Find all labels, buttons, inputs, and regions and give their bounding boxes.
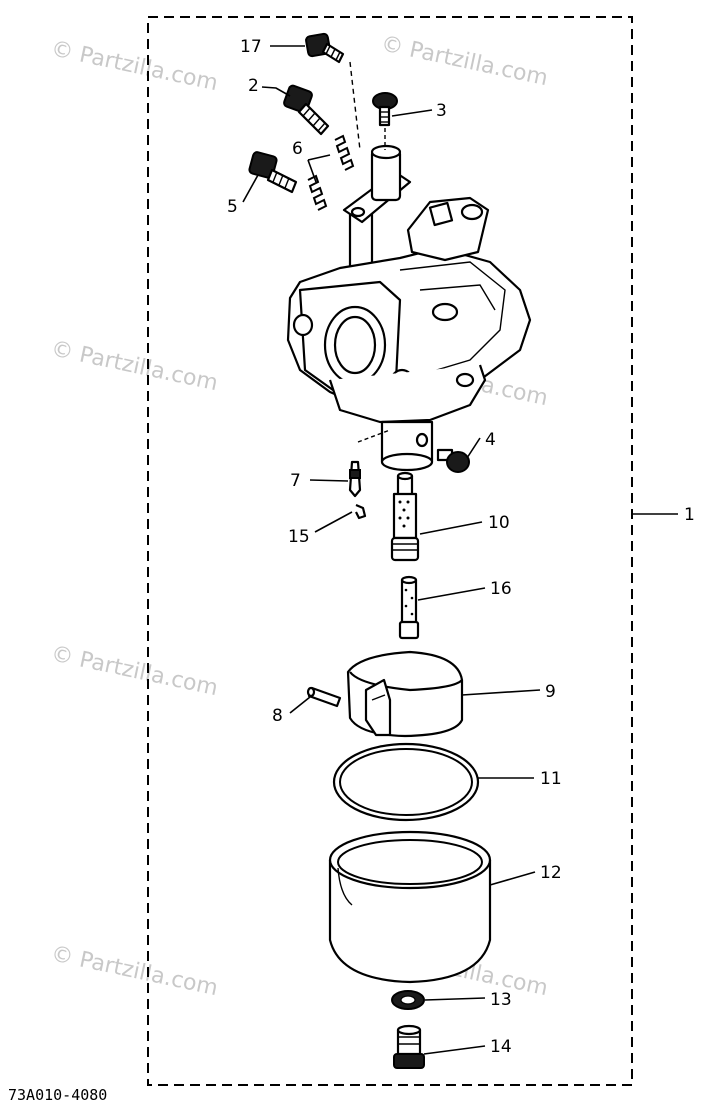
callout-10: 10 xyxy=(488,513,510,533)
callout-16: 16 xyxy=(490,579,512,599)
callout-11: 11 xyxy=(540,769,562,789)
throttle-shaft xyxy=(342,61,412,304)
part-15-clip xyxy=(355,503,367,520)
assembly-callout: 1 xyxy=(684,505,695,525)
part-5-screw xyxy=(248,151,298,194)
callout-4: 4 xyxy=(485,430,496,450)
callout-12: 12 xyxy=(540,863,562,883)
watermark: © Partzilla.com xyxy=(379,31,550,91)
part-12-bowl xyxy=(328,830,492,984)
callout-6: 6 xyxy=(292,139,303,159)
assembly-boundary xyxy=(147,16,633,1086)
part-2-screw xyxy=(283,84,330,136)
carburetor-body xyxy=(286,196,532,424)
part-16-tube xyxy=(398,575,420,640)
part-13-washer xyxy=(391,990,425,1010)
callout-9: 9 xyxy=(545,682,556,702)
part-6-springs xyxy=(307,134,355,211)
part-7-needle xyxy=(348,429,391,498)
diagram-code: 73A010-4080 xyxy=(8,1086,107,1104)
callout-17: 17 xyxy=(240,37,262,57)
part-10-jet xyxy=(390,471,420,562)
callout-3: 3 xyxy=(436,101,447,121)
callout-leaders xyxy=(242,45,541,1055)
part-4-screw xyxy=(436,448,470,473)
part-8-pin xyxy=(306,686,342,708)
callout-7: 7 xyxy=(290,471,301,491)
watermark: © Partzilla.com xyxy=(49,36,220,96)
callout-labels: 17 2 3 6 5 4 7 15 10 16 9 8 11 12 13 14 xyxy=(227,37,562,1057)
callout-13: 13 xyxy=(490,990,512,1010)
carburetor-stem xyxy=(380,420,434,472)
watermark: © Partzilla.com xyxy=(49,941,220,1001)
part-3-screw xyxy=(372,92,398,127)
part-17-screw xyxy=(305,32,345,64)
watermark: © Partzilla.com xyxy=(49,336,220,396)
part-11-gasket xyxy=(332,742,480,822)
callout-2: 2 xyxy=(248,76,259,96)
part-14-bolt xyxy=(393,1024,425,1069)
callout-8: 8 xyxy=(272,706,283,726)
callout-14: 14 xyxy=(490,1037,512,1057)
callout-5: 5 xyxy=(227,197,238,217)
part-9-float xyxy=(346,650,464,738)
watermark: © Partzilla.com xyxy=(49,641,220,701)
callout-15: 15 xyxy=(288,527,310,547)
